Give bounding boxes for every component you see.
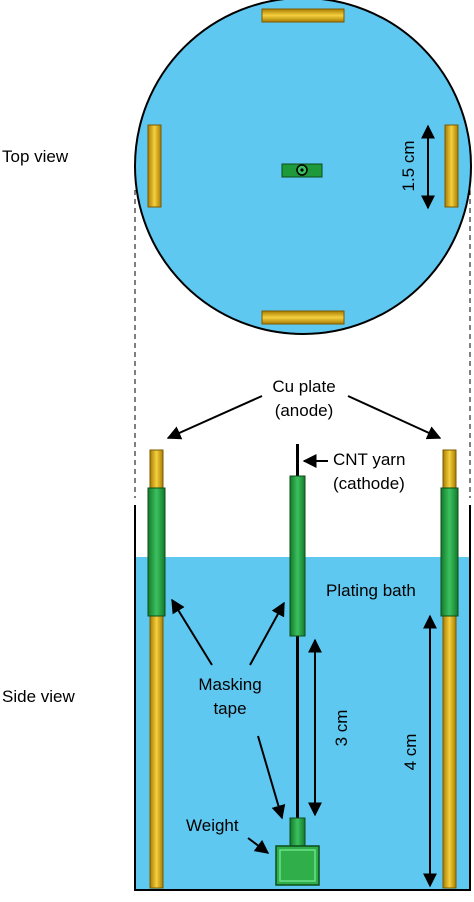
dim-3cm-label: 3 cm	[332, 710, 351, 747]
weight-arrow	[247, 837, 270, 854]
tape-label: tape	[213, 699, 246, 718]
cu-plate-top-east	[444, 124, 459, 208]
masking-tape-label: Masking	[198, 675, 261, 694]
cnt-yarn-label: CNT yarn	[333, 450, 405, 469]
cu-plate-top-north	[261, 8, 345, 23]
cathode-label: (cathode)	[333, 474, 405, 493]
masking-tape-cnt	[289, 475, 306, 637]
weight-block	[275, 845, 320, 886]
cu-plate-arrow-left	[166, 395, 263, 440]
side-view-label: Side view	[2, 687, 75, 706]
masking-tape-right	[440, 487, 459, 617]
cu-plate-top-west	[147, 124, 162, 208]
cu-plate-arrow-right	[347, 395, 442, 440]
anode-label: (anode)	[275, 401, 334, 420]
plating-bath-label: Plating bath	[326, 581, 416, 600]
top-view-label: Top view	[2, 147, 69, 166]
masking-arrow-weight	[257, 735, 286, 820]
weight-label: Weight	[186, 816, 239, 835]
cu-plate-label: Cu plate	[272, 377, 335, 396]
cu-plate-top-south	[261, 310, 345, 325]
dim-top-label: 1.5 cm	[399, 140, 418, 191]
masking-tape-left	[147, 487, 166, 617]
dim-4cm-label: 4 cm	[401, 734, 420, 771]
masking-arrow-center	[249, 601, 285, 666]
beaker-outline	[134, 505, 471, 891]
weight-stem	[289, 817, 306, 849]
masking-arrow-left	[171, 598, 213, 666]
